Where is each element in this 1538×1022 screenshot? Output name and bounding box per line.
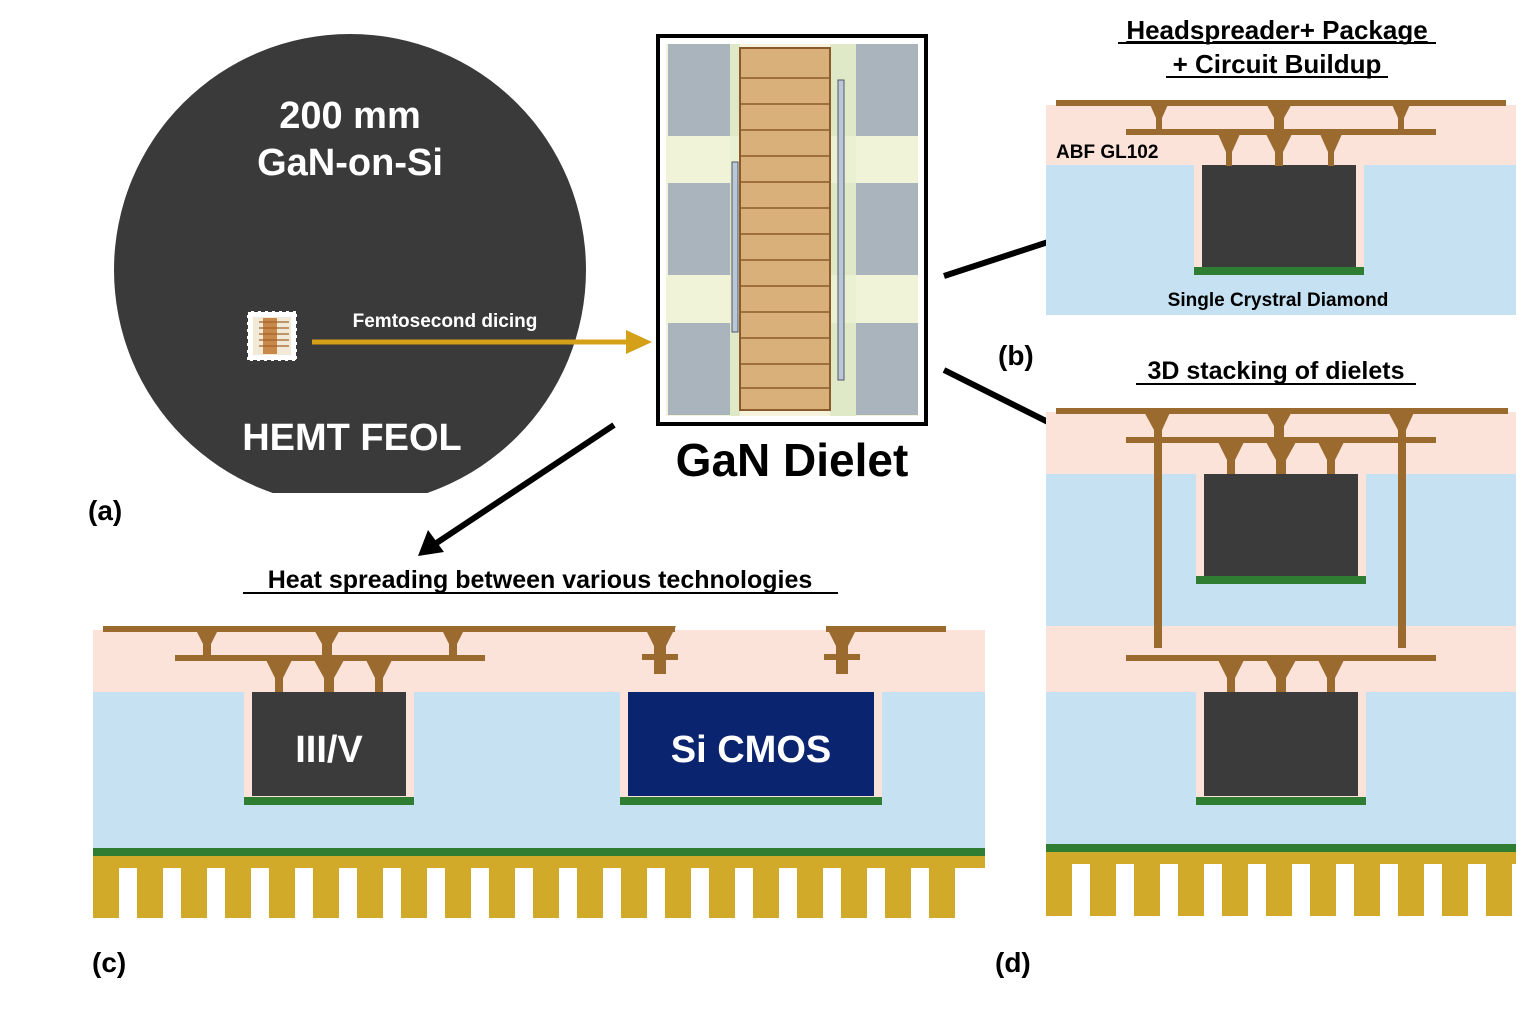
heatsink-fin <box>885 866 911 918</box>
bond-layer <box>244 797 414 805</box>
heatsink-fin <box>841 866 867 918</box>
heatsink-fin <box>137 866 163 918</box>
heatsink-fin <box>1310 862 1336 916</box>
panel-c-label: (c) <box>92 947 126 978</box>
dicing-label: Femtosecond dicing <box>353 311 538 332</box>
panel-d-label: (d) <box>995 947 1031 978</box>
heatsink-fin <box>533 866 559 918</box>
wafer-bottom-label: HEMT FEOL <box>242 417 462 459</box>
panel-b: Headspreader+ Package + Circuit Buildup … <box>998 15 1516 371</box>
panel-c: Heat spreading between various technolog… <box>92 566 985 978</box>
heatsink <box>1046 852 1516 864</box>
pad <box>668 323 730 415</box>
gan-dielet: GaN Dielet <box>656 34 928 486</box>
chip-iii-v-label: III/V <box>295 729 363 771</box>
pad <box>856 44 918 136</box>
panel-a: 200 mm GaN-on-Si Femtosecond dicing HEMT… <box>88 34 652 526</box>
panel-d: 3D stacking of dielets <box>995 357 1516 978</box>
dicing-arrow-head <box>626 330 652 354</box>
panel-b-title-line2: + Circuit Buildup <box>1173 49 1382 79</box>
heatsink-fin <box>1442 862 1468 916</box>
heatsink-fin <box>93 866 119 918</box>
chip-si-cmos-label: Si CMOS <box>671 729 831 771</box>
heatsink-fin <box>225 866 251 918</box>
panel-b-title-line1: Headspreader+ Package <box>1126 15 1427 45</box>
heatsink-fin <box>709 866 735 918</box>
heatsink-fin <box>753 866 779 918</box>
chip <box>1204 692 1358 796</box>
heatsink-fin <box>929 866 955 918</box>
green-interface <box>93 848 985 856</box>
heatsink <box>93 856 985 868</box>
diced-die-icon <box>246 310 298 362</box>
wafer <box>114 34 586 493</box>
heatsink-fins <box>93 866 955 918</box>
heatsink-fin <box>313 866 339 918</box>
heatsink-fin <box>1178 862 1204 916</box>
heatsink-fin <box>1090 862 1116 916</box>
heatsink-fin <box>1486 862 1512 916</box>
panel-c-title: Heat spreading between various technolog… <box>268 566 813 594</box>
heatsink-fin <box>1398 862 1424 916</box>
heatsink-fin <box>1266 862 1292 916</box>
heatsink-fin <box>357 866 383 918</box>
heatsink-fin <box>665 866 691 918</box>
wafer-title-line2: GaN-on-Si <box>257 142 443 184</box>
pad <box>856 323 918 415</box>
heatsink-fin <box>1134 862 1160 916</box>
heatsink-fin <box>1222 862 1248 916</box>
heatsink-fin <box>1354 862 1380 916</box>
green-interface <box>1046 844 1516 852</box>
heatsink-fin <box>269 866 295 918</box>
chip <box>1204 474 1358 576</box>
heatsink-fin <box>181 866 207 918</box>
heatsink-fin <box>577 866 603 918</box>
panel-a-label: (a) <box>88 495 122 526</box>
panel-b-label: (b) <box>998 340 1034 371</box>
wafer-title-line1: 200 mm <box>279 95 421 137</box>
diamond-label: Single Crystral Diamond <box>1168 290 1389 311</box>
heatsink-fin <box>797 866 823 918</box>
abf-label: ABF GL102 <box>1056 142 1158 163</box>
heatsink-fin <box>401 866 427 918</box>
heatsink-fin <box>1046 862 1072 916</box>
heatsink-fins <box>1046 862 1512 916</box>
pad <box>856 183 918 275</box>
heatsink-fin <box>621 866 647 918</box>
bond-layer <box>1194 267 1364 275</box>
dielet-title: GaN Dielet <box>676 434 909 486</box>
chip-si-cmos <box>628 692 874 796</box>
transistor-array <box>739 47 831 411</box>
bond-layer <box>620 797 882 805</box>
bond-layer <box>1196 576 1366 584</box>
chip <box>1202 165 1356 269</box>
heatsink-fin <box>445 866 471 918</box>
pad <box>668 44 730 136</box>
panel-d-title: 3D stacking of dielets <box>1147 357 1404 385</box>
heatsink-fin <box>489 866 515 918</box>
chip-iii-v <box>252 692 406 796</box>
bond-layer <box>1196 797 1366 805</box>
pad <box>668 183 730 275</box>
